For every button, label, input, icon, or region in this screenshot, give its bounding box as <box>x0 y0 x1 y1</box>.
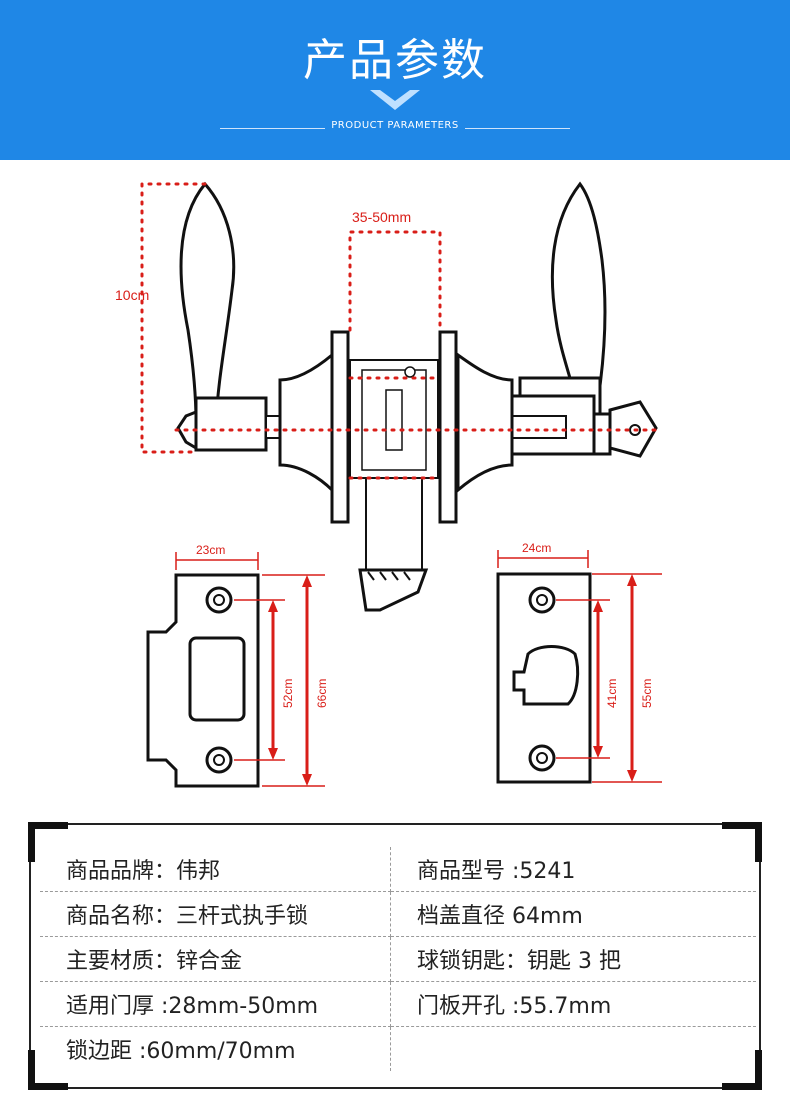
spec-cell: 球锁钥匙：钥匙 3 把 <box>390 936 756 982</box>
lever-handle-icon <box>176 181 268 452</box>
spec-cell: 适用门厚 :28mm-50mm <box>40 981 391 1027</box>
right-plate-width-label: 24cm <box>522 541 551 555</box>
lever-handle-icon <box>508 181 607 456</box>
right-plate-hole-spacing-label: 41cm <box>605 679 619 708</box>
header-banner: 产品参数 PRODUCT PARAMETERS <box>0 0 790 160</box>
left-plate-hole-spacing-label: 52cm <box>281 679 295 708</box>
table-row: 锁边距 :60mm/70mm <box>40 1026 757 1072</box>
handle-height-label: 10cm <box>115 287 149 303</box>
spec-cell: 商品品牌：伟邦 <box>40 847 391 892</box>
strike-plate-icon <box>146 573 260 788</box>
page-title: 产品参数 <box>303 35 487 86</box>
page-subtitle: PRODUCT PARAMETERS <box>325 120 465 131</box>
right-plate-height-label: 55cm <box>640 679 654 708</box>
table-row: 适用门厚 :28mm-50mm 门板开孔 :55.7mm <box>40 981 756 1027</box>
product-diagram: 10cm 35-50mm 23cm 52cm 66cm <box>115 181 662 788</box>
spec-cell: 门板开孔 :55.7mm <box>390 981 756 1027</box>
spec-cell <box>391 1027 757 1072</box>
subtitle-row: PRODUCT PARAMETERS <box>220 120 570 136</box>
strike-plate-icon <box>496 572 592 784</box>
chevron-down-icon <box>370 90 420 110</box>
spec-cell: 主要材质：锌合金 <box>40 936 391 982</box>
left-plate-width-label: 23cm <box>196 543 225 557</box>
left-plate-height-label: 66cm <box>315 679 329 708</box>
spec-table-frame <box>28 822 762 1090</box>
key-icon <box>592 400 658 458</box>
table-row: 商品名称：三杆式执手锁 档盖直径 64mm <box>40 891 756 937</box>
door-thickness-label: 35-50mm <box>352 209 411 225</box>
spec-cell: 锁边距 :60mm/70mm <box>40 1026 391 1071</box>
spec-table: 商品品牌：伟邦 商品型号 :5241 商品名称：三杆式执手锁 档盖直径 64mm… <box>40 847 756 1071</box>
spec-cell: 商品名称：三杆式执手锁 <box>40 891 391 937</box>
table-row: 主要材质：锌合金 球锁钥匙：钥匙 3 把 <box>40 936 756 982</box>
table-row: 商品品牌：伟邦 商品型号 :5241 <box>40 847 756 892</box>
spec-cell: 档盖直径 64mm <box>390 891 756 937</box>
spec-cell: 商品型号 :5241 <box>390 847 756 892</box>
